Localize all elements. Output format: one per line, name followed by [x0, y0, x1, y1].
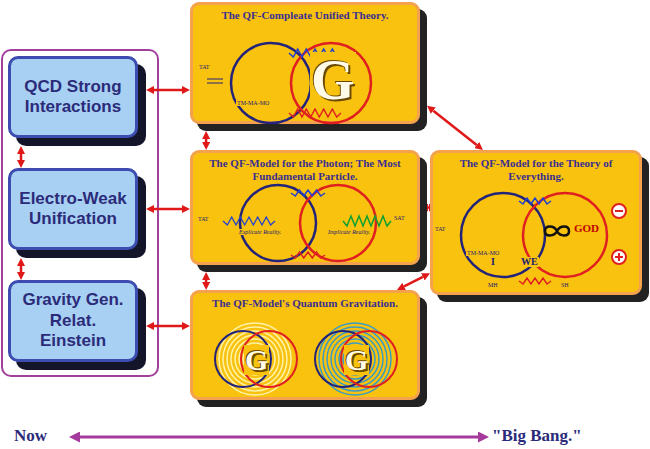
double-arrow	[205, 139, 208, 142]
double-arrow	[433, 111, 476, 145]
symbol-label: SAT	[393, 215, 406, 221]
double-arrow	[20, 266, 23, 272]
symbol-label: MH	[487, 282, 499, 288]
box-heading: The QF-Model for the Photon; The Most Fu…	[199, 157, 411, 183]
double-arrow	[205, 280, 208, 282]
unified-illustration	[193, 5, 417, 121]
symbol-label: TAT	[434, 226, 447, 232]
big-letter: G	[244, 345, 269, 375]
symbol-label: TAT	[198, 64, 211, 70]
big-letter: G	[344, 345, 369, 375]
symbol-label: TM-MA-MO	[466, 250, 500, 256]
symbol-label: SH	[560, 282, 570, 288]
force-box: Electro-Weak Unification	[8, 168, 138, 250]
force-box: QCD Strong Interactions	[8, 56, 138, 138]
box-label: Gravity Gen. Relat. Einstein	[15, 290, 131, 351]
symbol-label: TM-MA-MO	[236, 100, 270, 106]
photon-illustration	[193, 153, 417, 262]
box-heading: The QF-Model for the Theory of Everythin…	[439, 157, 633, 183]
box-heading: The QF-Compleate Unified Theory.	[199, 9, 411, 22]
double-arrow	[20, 154, 23, 160]
model-box: The QF-Compleate Unified Theory.	[190, 2, 420, 124]
double-arrow	[154, 89, 182, 92]
box-heading: The QF-Model's Quantum Gravitation.	[199, 297, 411, 310]
big-letter: G	[310, 52, 356, 108]
symbol-label: GOD	[573, 223, 600, 234]
force-box: Gravity Gen. Relat. Einstein	[8, 280, 138, 362]
model-box: The QF-Model for the Photon; The Most Fu…	[190, 150, 420, 265]
symbol-label: I	[490, 257, 496, 267]
reality-label: Explicate Reality.	[238, 229, 282, 235]
timeline-label: "Big Bang."	[492, 427, 582, 444]
model-box: The QF-Model for the Theory of Everythin…	[430, 150, 642, 295]
symbol-label: TAT	[197, 216, 210, 222]
double-arrow	[428, 206, 429, 209]
timeline-label: Now	[14, 427, 47, 444]
box-label: QCD Strong Interactions	[15, 77, 131, 118]
double-arrow	[154, 208, 182, 211]
reality-label: Implicate Reality.	[327, 229, 371, 235]
time-arrow	[80, 436, 478, 439]
double-arrow	[404, 277, 423, 287]
group-outline	[2, 50, 158, 376]
symbol-label: WE	[520, 257, 539, 267]
box-label: Electro-Weak Unification	[15, 189, 131, 230]
double-arrow	[154, 325, 182, 328]
model-box: The QF-Model's Quantum Gravitation.	[190, 290, 420, 400]
